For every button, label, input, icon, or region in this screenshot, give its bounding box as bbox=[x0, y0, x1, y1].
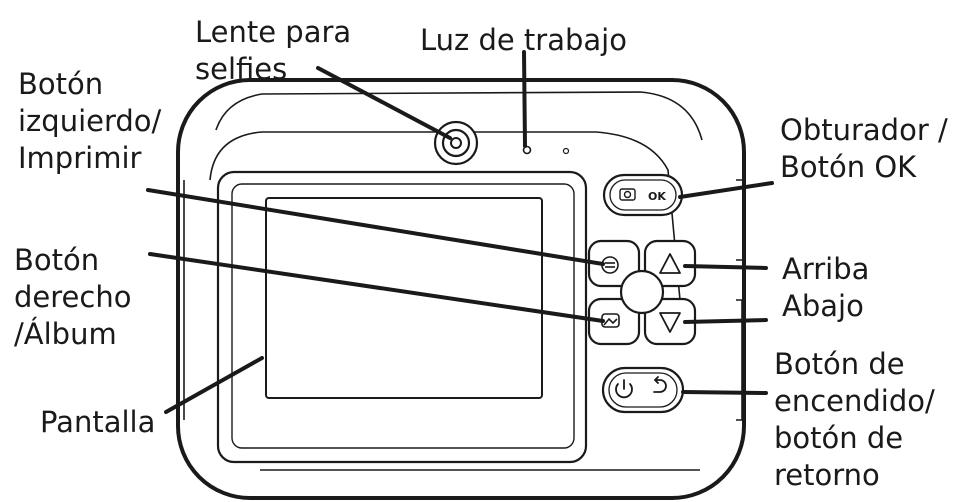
leader-down bbox=[683, 318, 768, 324]
leader-right-button bbox=[148, 252, 605, 323]
camera-shutter-icon bbox=[619, 188, 636, 201]
top-ridge bbox=[215, 91, 703, 141]
power-return-button[interactable] bbox=[601, 366, 685, 414]
down-button[interactable] bbox=[659, 312, 681, 333]
leader-shutter bbox=[678, 181, 774, 199]
up-button[interactable] bbox=[659, 253, 681, 274]
label-left-button: Botón izquierdo/ Imprimir bbox=[18, 67, 162, 175]
label-up: Arriba bbox=[782, 252, 870, 286]
label-selfie-lens: Lente para selfies bbox=[195, 15, 352, 86]
right-edge-detail bbox=[736, 179, 745, 261]
leader-selfie-lens bbox=[316, 66, 452, 140]
leader-left-button bbox=[146, 188, 605, 266]
camera-lens-icon bbox=[433, 120, 479, 166]
shutter-ok-button[interactable]: OK bbox=[602, 173, 684, 217]
leader-screen bbox=[164, 356, 264, 414]
top-panel-outline bbox=[209, 131, 681, 301]
indicator-dot bbox=[562, 147, 570, 155]
up-arrow-icon bbox=[659, 253, 681, 274]
label-right-button: Botón derecho /Álbum bbox=[14, 243, 132, 351]
leader-up bbox=[683, 264, 768, 270]
power-icon bbox=[615, 379, 633, 399]
label-screen: Pantalla bbox=[40, 405, 156, 439]
return-icon bbox=[653, 376, 667, 393]
label-work-light: Luz de trabajo bbox=[420, 23, 627, 57]
leader-work-light bbox=[522, 50, 527, 148]
label-down: Abajo bbox=[782, 289, 864, 323]
dpad-cluster bbox=[587, 239, 697, 346]
leader-lines bbox=[146, 50, 774, 414]
down-arrow-icon bbox=[659, 312, 681, 333]
label-power: Botón de encendido/ botón de retorno bbox=[774, 347, 935, 492]
right-edge-detail-2 bbox=[736, 299, 743, 421]
leader-power bbox=[681, 390, 768, 395]
label-shutter: Obturador / Botón OK bbox=[780, 113, 948, 184]
work-light-icon bbox=[522, 145, 532, 155]
ok-glyph: OK bbox=[648, 190, 666, 203]
